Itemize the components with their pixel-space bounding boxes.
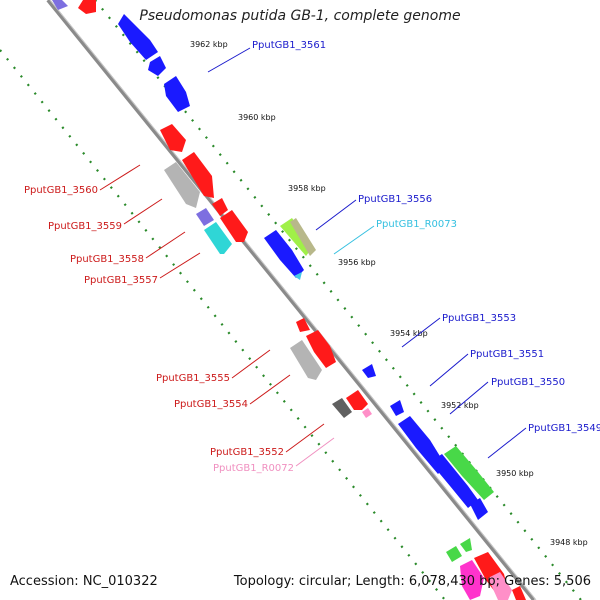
gene-feature[interactable] <box>182 152 214 198</box>
track-layer <box>0 0 582 600</box>
gene-feature[interactable] <box>204 222 232 254</box>
gene-label-pputgb1-r0073[interactable]: PputGB1_R0073 <box>376 219 457 230</box>
gene-label-pputgb1-3558[interactable]: PputGB1_3558 <box>70 254 144 265</box>
gene-label-pputgb1-3551[interactable]: PputGB1_3551 <box>470 349 544 360</box>
gene-feature[interactable] <box>212 198 228 216</box>
genome-summary-text: Topology: circular; Length: 6,078,430 bp… <box>233 574 591 589</box>
gene-feature[interactable] <box>346 390 368 410</box>
leader-line <box>231 349 271 379</box>
outer-tick-track <box>94 0 582 600</box>
gene-feature[interactable] <box>362 408 372 418</box>
gene-label-pputgb1-3557[interactable]: PputGB1_3557 <box>84 275 158 286</box>
gene-label-pputgb1-r0072[interactable]: PputGB1_R0072 <box>213 463 294 474</box>
gene-feature[interactable] <box>264 230 304 278</box>
gene-feature[interactable] <box>78 0 96 14</box>
tick-label: 3956 kbp <box>338 258 376 267</box>
gene-feature[interactable] <box>294 272 302 280</box>
gene-feature[interactable] <box>290 218 316 256</box>
leader-line <box>449 381 489 415</box>
gene-label-pputgb1-3554[interactable]: PputGB1_3554 <box>174 399 248 410</box>
leader-line <box>159 252 201 279</box>
gene-feature[interactable] <box>444 446 494 500</box>
gene-feature[interactable] <box>430 454 478 508</box>
leader-line <box>207 47 251 73</box>
leader-line <box>295 437 335 467</box>
gene-feature[interactable] <box>362 364 376 378</box>
gene-feature[interactable] <box>460 560 484 600</box>
leader-line <box>285 423 325 453</box>
gene-feature[interactable] <box>196 208 214 226</box>
gene-feature[interactable] <box>306 330 336 368</box>
gene-feature[interactable] <box>160 124 186 152</box>
tick-label: 3950 kbp <box>496 469 534 478</box>
inner-tick-track <box>0 49 446 600</box>
tick-label: 3960 kbp <box>238 113 276 122</box>
gene-label-pputgb1-3561[interactable]: PputGB1_3561 <box>252 40 326 51</box>
leader-line <box>429 353 469 387</box>
gene-feature[interactable] <box>290 340 322 380</box>
backbone-layer <box>46 0 537 600</box>
backbone-highlight <box>49 0 537 600</box>
leader-line <box>99 164 141 191</box>
gene-label-pputgb1-3559[interactable]: PputGB1_3559 <box>48 221 122 232</box>
gene-feature[interactable] <box>470 498 488 520</box>
leader-line <box>315 199 357 231</box>
gene-feature[interactable] <box>164 76 190 112</box>
gene-label-pputgb1-3555[interactable]: PputGB1_3555 <box>156 373 230 384</box>
gene-feature[interactable] <box>332 398 352 418</box>
gene-feature[interactable] <box>446 546 462 562</box>
leader-line <box>123 198 163 225</box>
feature-layer <box>52 0 526 600</box>
gene-label-layer: PputGB1_3561 PputGB1_3560 PputGB1_3559 P… <box>24 40 600 474</box>
leader-line <box>333 225 375 255</box>
gene-feature[interactable] <box>148 56 166 76</box>
gene-feature[interactable] <box>390 400 404 416</box>
gene-label-pputgb1-3553[interactable]: PputGB1_3553 <box>442 313 516 324</box>
gene-feature[interactable] <box>488 572 512 600</box>
gene-feature[interactable] <box>280 218 312 256</box>
tick-label: 3962 kbp <box>190 40 228 49</box>
gene-feature[interactable] <box>512 586 526 600</box>
tick-label: 3948 kbp <box>550 538 588 547</box>
gene-feature[interactable] <box>220 210 248 242</box>
gene-label-pputgb1-3552[interactable]: PputGB1_3552 <box>210 447 284 458</box>
leader-line <box>249 374 291 405</box>
gene-label-pputgb1-3550[interactable]: PputGB1_3550 <box>491 377 565 388</box>
accession-text: Accession: NC_010322 <box>10 574 158 589</box>
gene-feature[interactable] <box>52 0 68 10</box>
tick-label: 3958 kbp <box>288 184 326 193</box>
gene-feature[interactable] <box>118 14 158 60</box>
backbone-line <box>46 0 536 600</box>
gene-feature[interactable] <box>296 318 310 332</box>
tick-label: 3954 kbp <box>390 329 428 338</box>
genome-title: Pseudomonas putida GB-1, complete genome <box>139 8 461 24</box>
leader-layer <box>99 47 527 467</box>
gene-feature[interactable] <box>164 162 200 208</box>
leader-line <box>487 427 527 459</box>
leader-line <box>145 231 186 259</box>
leader-line <box>401 317 441 348</box>
gene-label-pputgb1-3556[interactable]: PputGB1_3556 <box>358 194 432 205</box>
gene-label-pputgb1-3560[interactable]: PputGB1_3560 <box>24 185 98 196</box>
gene-feature[interactable] <box>460 538 472 552</box>
gene-label-pputgb1-3549[interactable]: PputGB1_3549 <box>528 423 600 434</box>
